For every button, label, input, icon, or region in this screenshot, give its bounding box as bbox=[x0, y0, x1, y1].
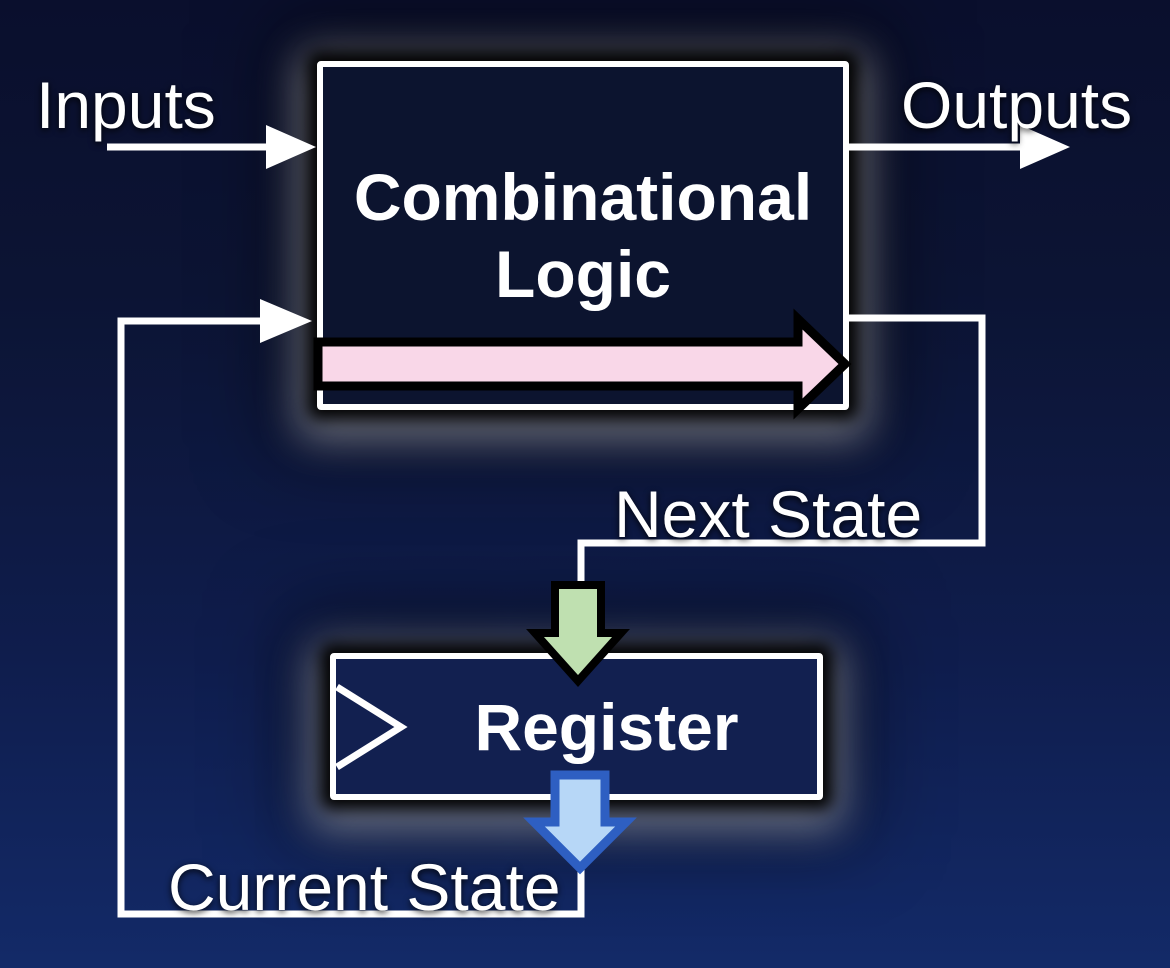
combinational-logic-label-line2: Logic bbox=[495, 236, 671, 311]
outputs-label: Outputs bbox=[901, 68, 1133, 142]
inputs-label: Inputs bbox=[36, 68, 216, 142]
register-label: Register bbox=[474, 689, 739, 764]
next-state-label: Next State bbox=[614, 477, 923, 551]
register-block: Register bbox=[330, 653, 823, 800]
combinational-logic-label-line1: Combinational bbox=[353, 159, 813, 234]
feedback-arrowhead-icon bbox=[260, 299, 312, 343]
combinational-logic-block: Combinational Logic bbox=[317, 61, 849, 410]
current-state-label: Current State bbox=[168, 850, 561, 924]
inputs-arrowhead-icon bbox=[266, 125, 316, 169]
